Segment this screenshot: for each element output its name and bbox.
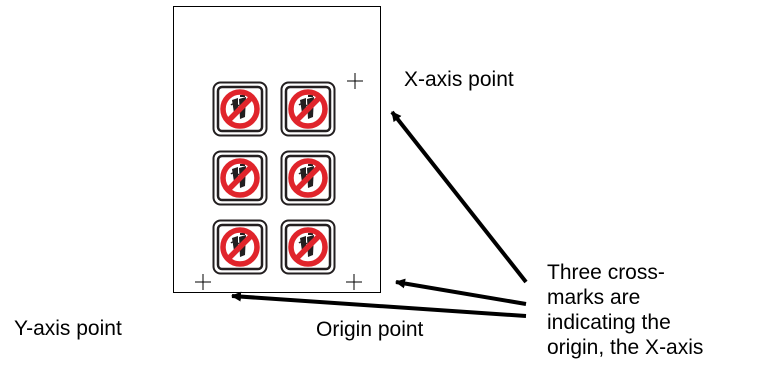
prohibition-sign-icon (282, 152, 335, 205)
origin-point-label: Origin point (316, 318, 424, 341)
prohibition-sign-icon (214, 152, 267, 205)
origin-crossmark-icon (346, 274, 362, 290)
arrow-to-x-axis-point (390, 110, 528, 284)
x-axis-crossmark-icon (347, 73, 363, 89)
paper-sheet (173, 6, 381, 293)
prohibition-sign-icon (282, 221, 335, 274)
prohibition-sign-icon (282, 83, 335, 136)
arrow-to-y-axis-point (231, 291, 527, 318)
prohibition-sign-icon (214, 221, 267, 274)
y-axis-crossmark-icon (195, 274, 211, 290)
x-axis-point-label: X-axis point (404, 68, 514, 91)
explanation-text: Three cross- marks are indicating the or… (547, 261, 704, 359)
prohibition-sign-icon (214, 83, 267, 136)
y-axis-point-label: Y-axis point (14, 317, 122, 340)
arrow-to-origin-point (395, 278, 527, 306)
